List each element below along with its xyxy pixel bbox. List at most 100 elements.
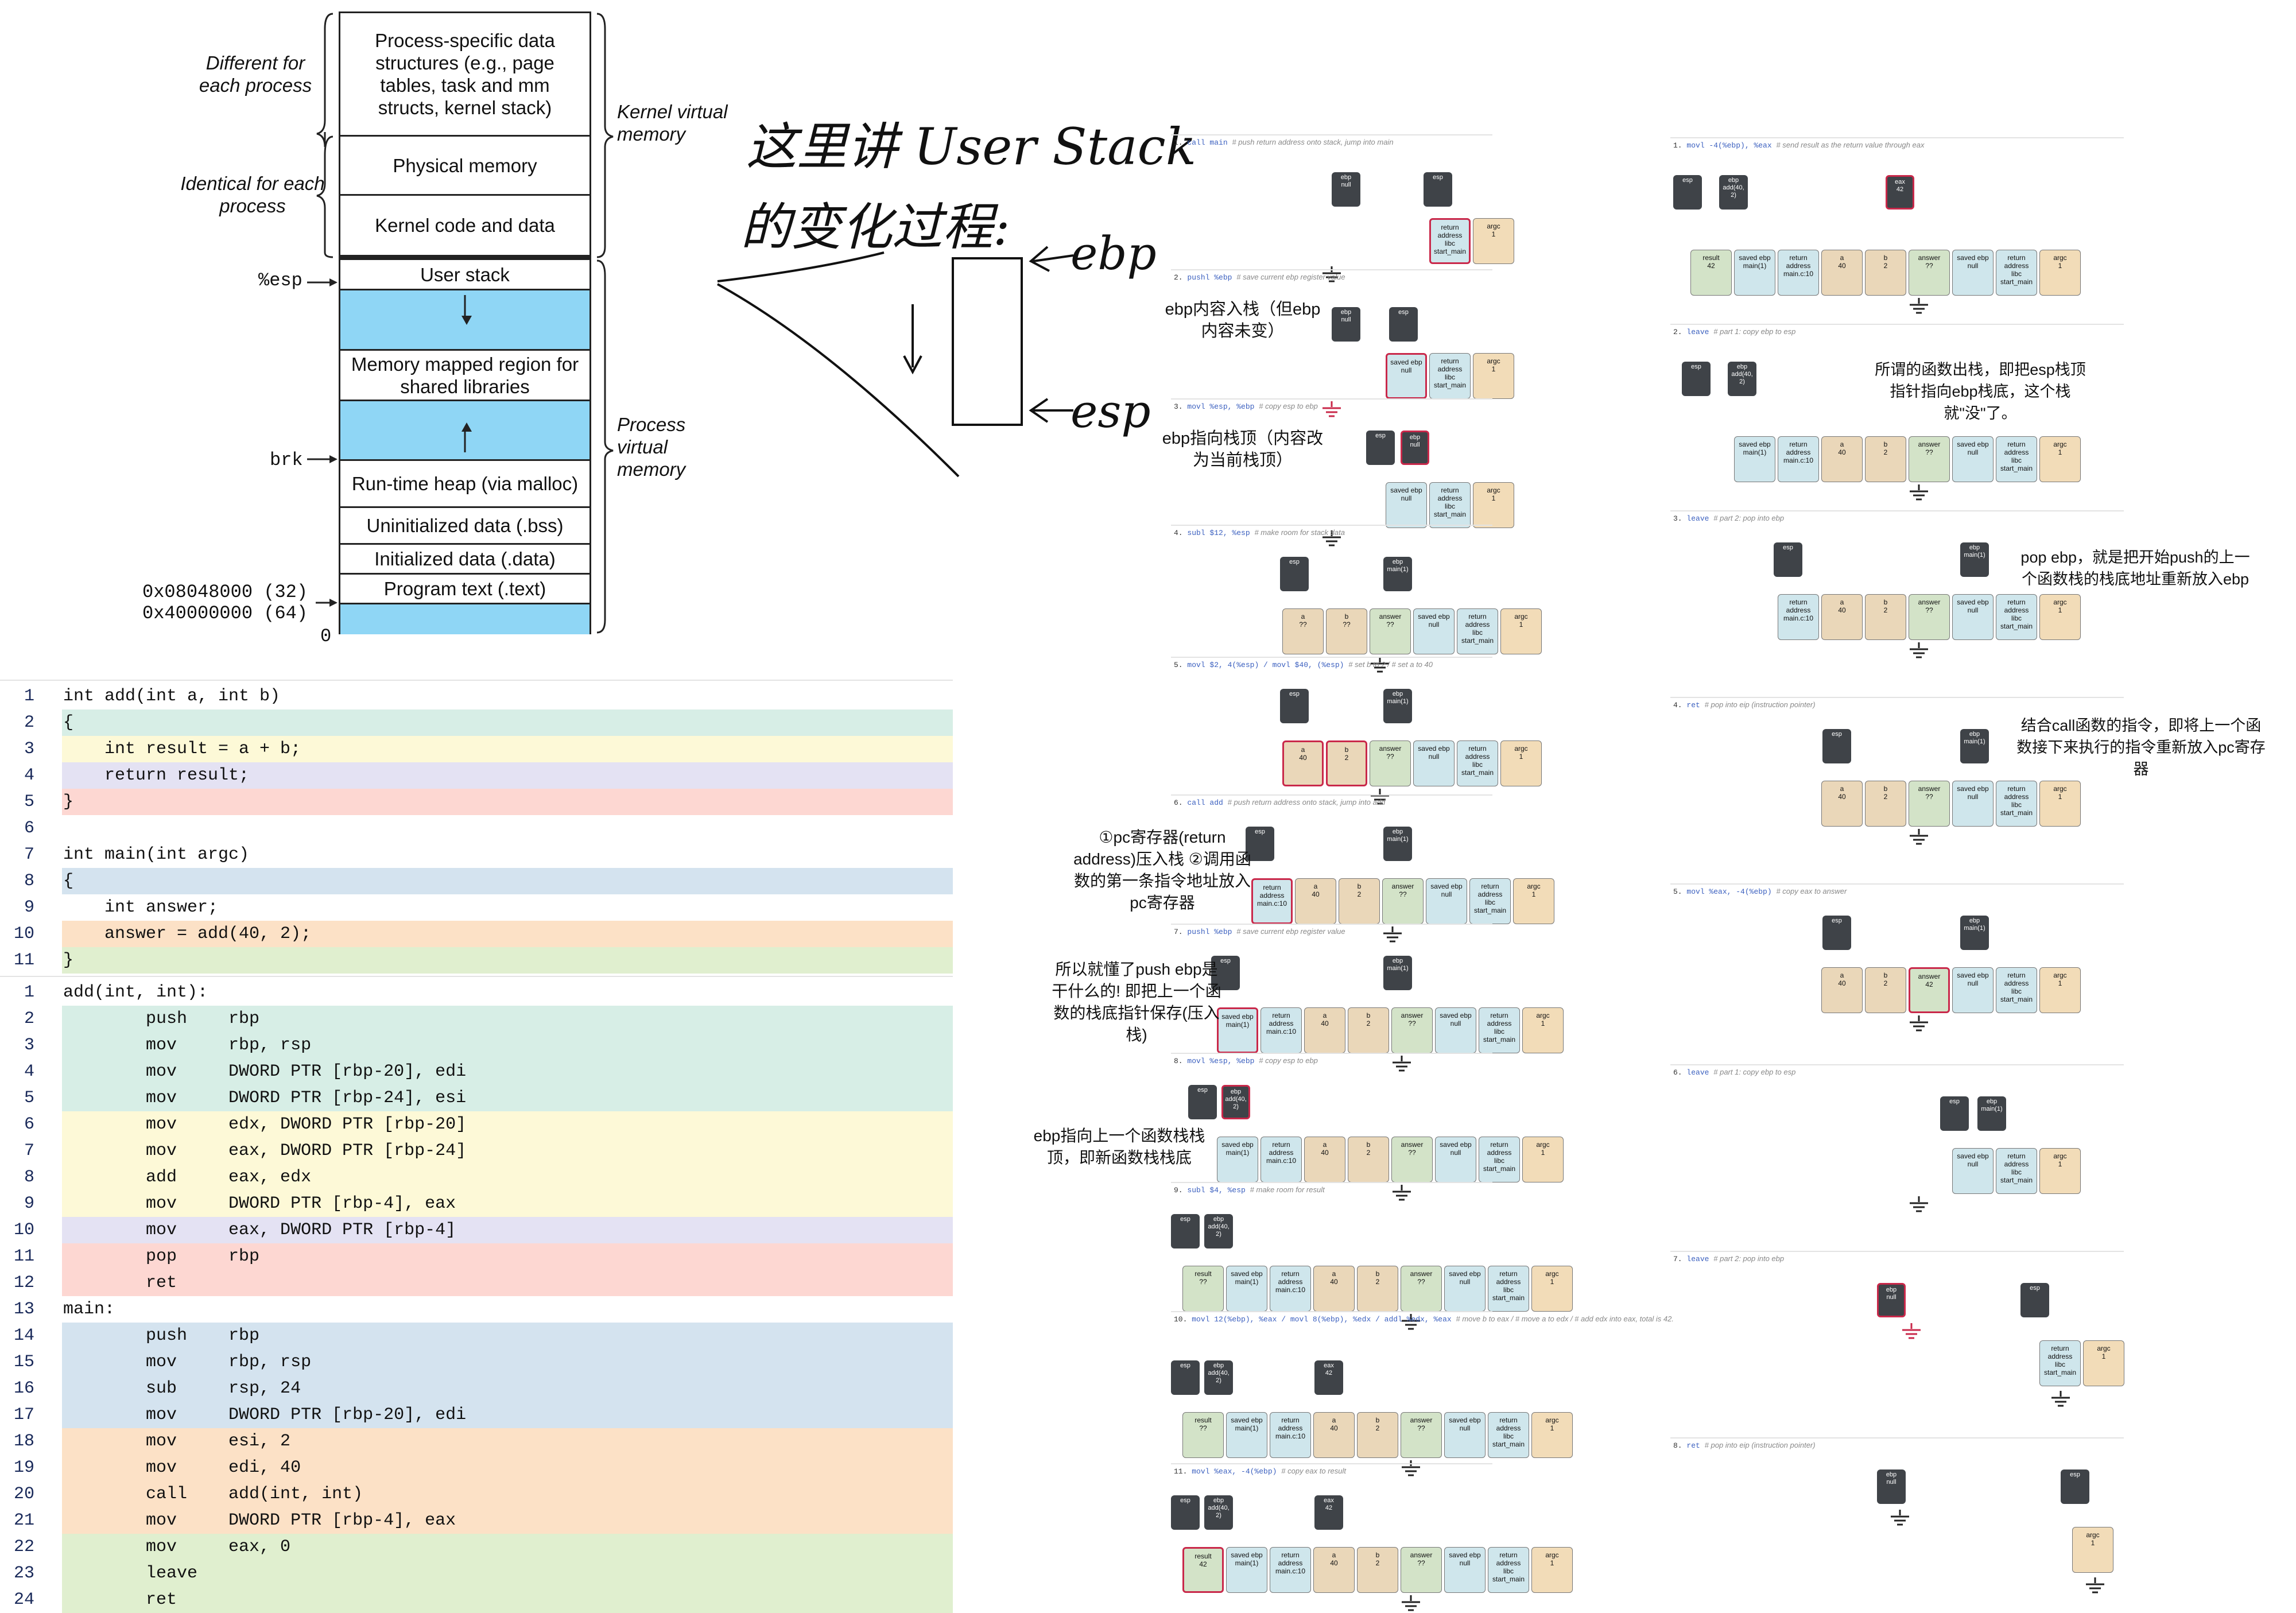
note-ret: 结合call函数的指令，即将上一个函数接下来执行的指令重新放入pc寄存器: [2016, 717, 2266, 778]
step-comment: # push return address onto stack, jump i…: [1227, 798, 1386, 807]
cell-text: 2: [1883, 606, 1888, 614]
step-comment: # push return address onto stack, jump i…: [1232, 138, 1394, 146]
cell-text: null: [1967, 793, 1979, 801]
cell-text: b: [1357, 882, 1362, 890]
cell-text: saved ebp: [1449, 1551, 1481, 1559]
line-number: 7: [24, 1141, 34, 1161]
cell-text: result: [1194, 1270, 1212, 1278]
register-value: null: [1886, 1294, 1896, 1301]
register-box: esp: [1682, 362, 1711, 396]
step-rule: [1171, 1311, 1492, 1312]
cell-text: answer: [1410, 1551, 1433, 1559]
cell-text: return address: [2004, 785, 2029, 801]
cell-text: return address: [1259, 883, 1285, 899]
line-highlight: [62, 762, 953, 789]
asm-line: 18 mov esi, 2: [0, 1428, 953, 1455]
stack-cell: answer??: [1370, 608, 1411, 654]
line-number: 21: [13, 1511, 34, 1530]
ground-icon: [1910, 642, 1928, 658]
stack-cell: result??: [1182, 1412, 1224, 1458]
cell-text: return address: [1496, 1551, 1521, 1567]
line-number: 4: [24, 766, 34, 785]
cell-text: return address: [2004, 1152, 2029, 1168]
cell-text: saved ebp: [1957, 440, 1989, 448]
asm-line: 16 sub rsp, 24: [0, 1375, 953, 1402]
c-line: 9 int answer;: [0, 894, 953, 921]
cell-text: libc: [1444, 239, 1455, 247]
cell-text: return address: [1496, 1270, 1521, 1286]
step-code: subl $12, %esp: [1187, 529, 1250, 537]
register-box: esp: [1280, 689, 1309, 723]
cell-text: libc: [1503, 1567, 1514, 1575]
step-title: 3. leave # part 2: pop into ebp: [1673, 514, 1784, 523]
region-process-specific: Process-specific data structures (e.g., …: [340, 13, 589, 137]
step-number: 2.: [1174, 273, 1183, 282]
cell-text: libc: [2011, 270, 2022, 278]
step-number: 10.: [1174, 1315, 1188, 1324]
register-box: esp: [1366, 431, 1395, 465]
cell-text: a: [1332, 1551, 1336, 1559]
line-number: 6: [24, 819, 34, 838]
cell-text: 40: [1330, 1424, 1338, 1432]
cell-text: return address: [1465, 745, 1490, 761]
register-value: null: [1886, 1479, 1896, 1486]
step-code: movl %esp, %ebp: [1187, 1057, 1255, 1065]
cell-text: ??: [1343, 621, 1351, 629]
line-number: 2: [24, 1009, 34, 1029]
register-name: esp: [1433, 174, 1443, 181]
cell-text: start_main: [2000, 809, 2033, 817]
cell-text: start_main: [2000, 464, 2033, 472]
cell-text: main(1): [1743, 262, 1767, 270]
cell-text: b: [1375, 1551, 1380, 1559]
register-name: ebp: [1213, 1362, 1224, 1369]
code-text: ret: [63, 1273, 177, 1293]
line-highlight: [62, 1191, 953, 1217]
cell-text: 40: [1321, 1019, 1329, 1027]
step-code: pushl %ebp: [1187, 273, 1232, 282]
cell-text: a: [1840, 598, 1844, 606]
code-text: int add(int a, int b): [63, 687, 281, 706]
asm-line: 3 mov rbp, rsp: [0, 1032, 953, 1058]
cell-text: b: [1366, 1141, 1371, 1149]
cell-text: 1: [2058, 979, 2062, 987]
step-comment: # part 2: pop into ebp: [1713, 514, 1785, 522]
cell-text: start_main: [2000, 622, 2033, 630]
line-number: 2: [24, 713, 34, 732]
step-rule: [1171, 1182, 1492, 1183]
code-text: mov rbp, rsp: [63, 1352, 312, 1372]
cell-text: ??: [1199, 1424, 1207, 1432]
step-number: 6.: [1174, 798, 1183, 807]
step-comment: # make room for result: [1250, 1185, 1325, 1194]
cell-text: saved ebp: [1231, 1416, 1263, 1424]
cell-text: argc: [1527, 882, 1541, 890]
cell-text: start_main: [1433, 510, 1467, 518]
cell-text: libc: [1444, 502, 1455, 510]
cell-text: 40: [1838, 448, 1846, 456]
cell-text: main.c:10: [1783, 456, 1814, 464]
step-comment: # move b to eax / # move a to edx / # ad…: [1456, 1315, 1674, 1323]
cell-text: 42: [1199, 1560, 1207, 1568]
register-box: esp: [1188, 1085, 1217, 1119]
cell-text: start_main: [1492, 1440, 1525, 1448]
line-number: 1: [24, 687, 34, 706]
step-number: 7.: [1174, 928, 1183, 936]
